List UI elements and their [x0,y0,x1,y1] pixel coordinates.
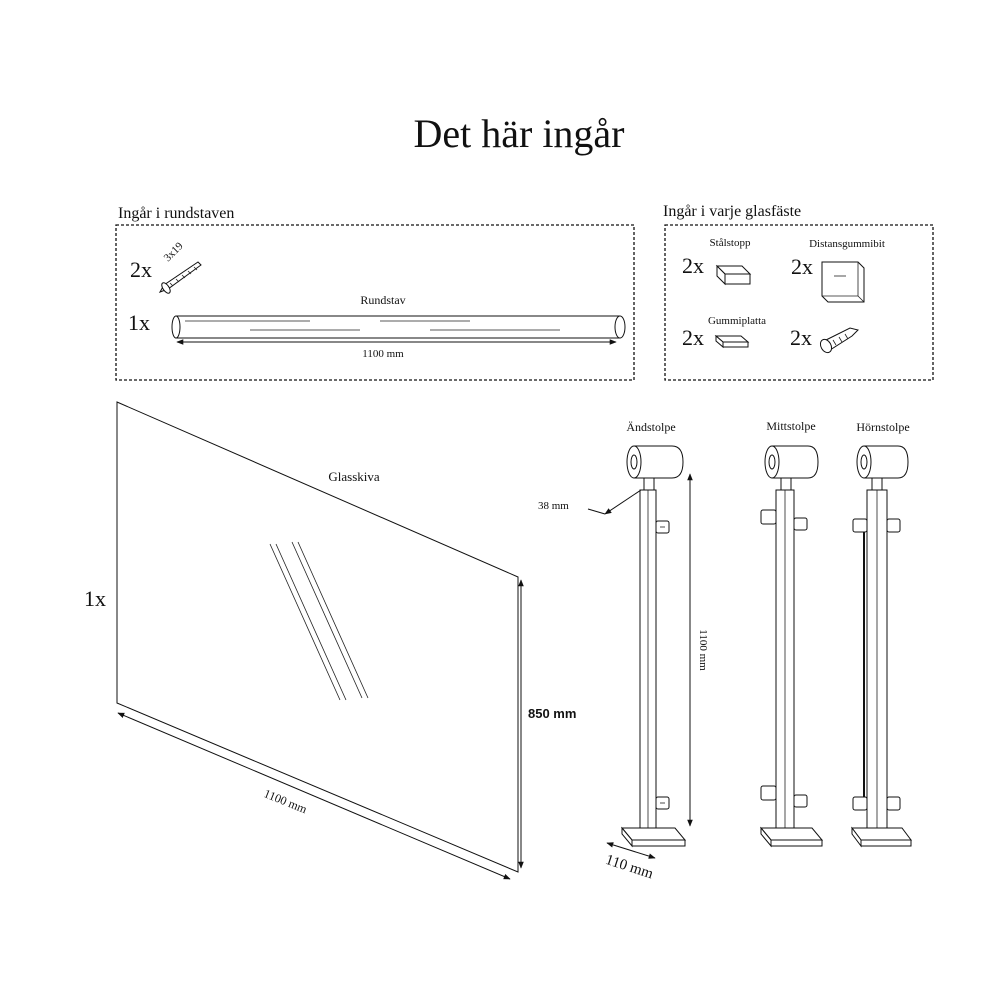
screw-qty: 2x [130,257,152,282]
steel-stop-qty: 2x [682,253,704,278]
rod-box-heading: Ingår i rundstaven [118,205,234,222]
glass-width-arrow [117,712,511,880]
glass-panel-qty: 1x [84,586,106,611]
glass-panel-outline [116,401,519,873]
steel-stop-icon [715,264,752,286]
rubber-plate-icon [714,334,750,349]
glass-panel-section: 1x Glasskiva 850 mm 1100 mm [84,401,576,880]
rod-box-border [115,224,635,381]
glass-fitting-box-border [664,224,934,381]
spacer-rubber-icon [821,261,865,303]
round-rod-icon [171,315,626,339]
base-width-arrow [606,842,656,859]
rod-label: Rundstav [360,293,405,307]
wood-screw-icon [158,261,202,294]
glass-fitting-box-heading: Ingår i varje glasfäste [663,203,801,220]
screw-qty-2: 2x [790,325,812,350]
rubber-plate-qty: 2x [682,325,704,350]
glass-panel-label: Glasskiva [328,469,380,484]
glass-height-label: 850 mm [528,706,576,721]
spacer-rubber-label: Distansgummibit [809,238,885,250]
post-width-label: 38 mm [538,500,569,512]
middle-post-label: Mittstolpe [766,419,815,433]
glass-reflection-lines [269,541,369,701]
end-post-label: Ändstolpe [626,420,675,434]
base-width-label: 110 mm [603,852,655,882]
rod-length-label: 1100 mm [362,348,404,360]
middle-post: Mittstolpe [759,419,824,848]
glass-fitting-contents-box: Ingår i varje glasfäste Stålstopp 2x Dis… [663,203,934,381]
steel-stop-label: Stålstopp [710,237,751,249]
rod-qty: 1x [128,310,150,335]
end-post: Ändstolpe [620,420,687,848]
rubber-plate-label: Gummiplatta [708,315,766,327]
post-width-arrow [604,489,642,515]
corner-post: Hörnstolpe [851,420,912,848]
page-title: Det här ingår [413,111,624,156]
corner-post-label: Hörnstolpe [856,420,909,434]
spacer-rubber-qty: 2x [791,254,813,279]
screw-icon [819,327,859,354]
rod-contents-box: Ingår i rundstaven 2x 3x19 1x Rundstav 1… [115,205,635,381]
screw-size-label: 3x19 [162,240,186,264]
post-height-label: 1100 mm [697,629,709,671]
